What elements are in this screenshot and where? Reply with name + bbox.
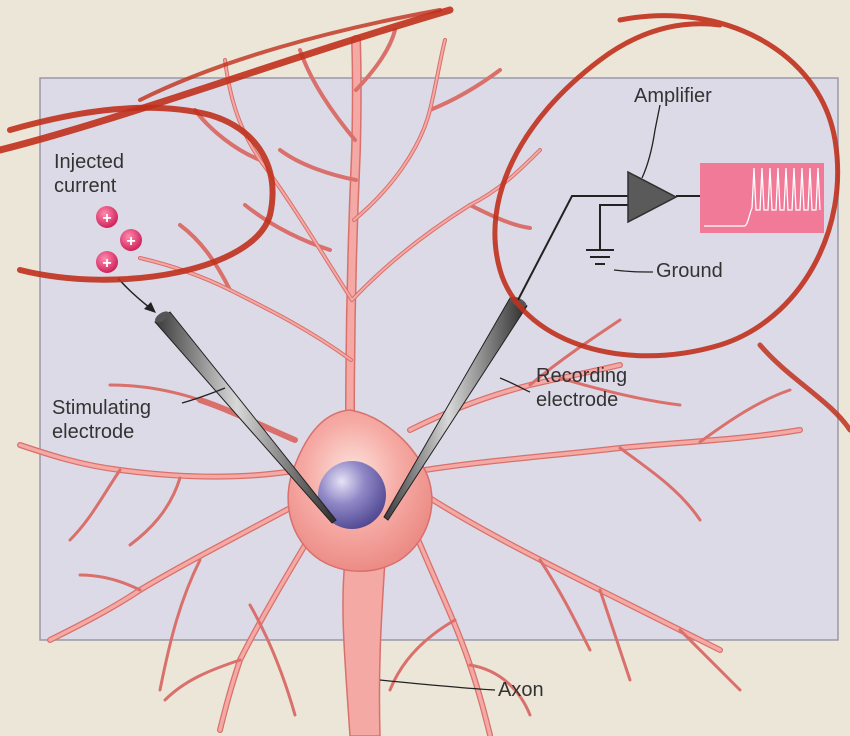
axon — [343, 560, 385, 736]
charge-symbol: + — [102, 210, 111, 227]
stimulating-electrode-line-2: electrode — [52, 420, 151, 444]
background-panel — [40, 78, 838, 640]
injected-current-line-1: Injected — [54, 150, 124, 174]
ground-label: Ground — [656, 259, 723, 283]
stimulating-electrode-line-1: Stimulating — [52, 396, 151, 420]
amplifier-label: Amplifier — [634, 84, 712, 108]
recording-trace — [700, 163, 824, 233]
charge-symbol: + — [126, 233, 135, 250]
injected-current-line-2: current — [54, 174, 124, 198]
recording-electrode-label: Recording electrode — [536, 364, 627, 412]
charge-symbol: + — [102, 255, 111, 272]
recording-electrode-line-2: electrode — [536, 388, 627, 412]
injected-current-label: Injected current — [54, 150, 124, 198]
axon-label: Axon — [498, 678, 544, 702]
recording-electrode-line-1: Recording — [536, 364, 627, 388]
stimulating-electrode-label: Stimulating electrode — [52, 396, 151, 444]
